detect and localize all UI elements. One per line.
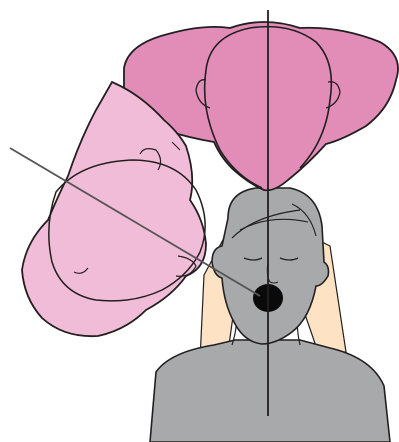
diagram-canvas [0, 0, 399, 442]
